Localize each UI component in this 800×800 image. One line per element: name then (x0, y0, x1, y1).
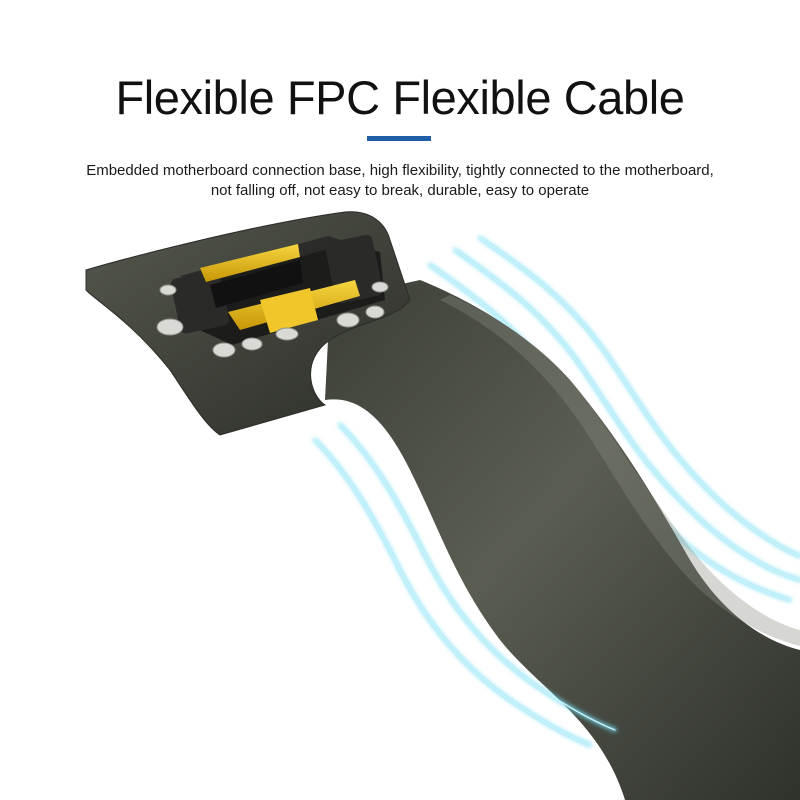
description-line-1: Embedded motherboard connection base, hi… (86, 162, 714, 179)
board-to-board-connector (170, 234, 385, 345)
ribbon-highlight (440, 295, 800, 646)
title-underline (367, 136, 431, 141)
flex-wave-lines-left-core (314, 424, 616, 746)
solder-pads (156, 281, 389, 358)
flexible-ribbon-cable (325, 280, 800, 800)
product-description: Embedded motherboard connection base, hi… (20, 161, 780, 201)
description-line-2: not falling off, not easy to break, dura… (210, 182, 590, 199)
page-title: Flexible FPC Flexible Cable (115, 71, 685, 124)
